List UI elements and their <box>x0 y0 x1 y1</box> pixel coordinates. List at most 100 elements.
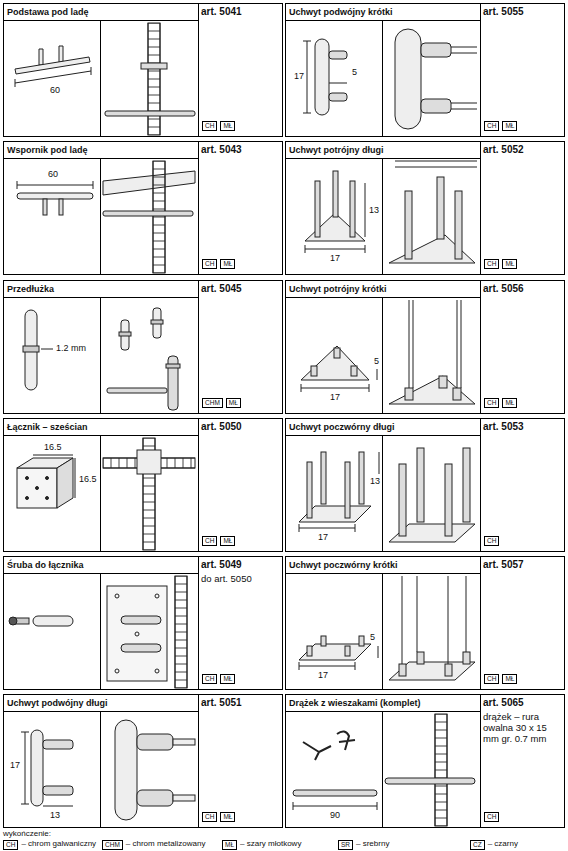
panel-divider <box>382 435 383 551</box>
finish-code: MŁ <box>223 537 232 544</box>
panel-divider <box>198 4 199 136</box>
panel-divider <box>198 281 199 413</box>
panel-divider <box>198 419 199 551</box>
panel-divider <box>480 281 481 413</box>
double-holder-short <box>303 29 477 129</box>
product-note: drążek – rura owalna 30 x 15 mm gr. 0.7 … <box>483 711 555 744</box>
cube-connector <box>17 438 195 550</box>
finish-code: CH <box>205 675 214 682</box>
product-title: Łącznik – sześcian <box>4 419 198 436</box>
finish-code: CH <box>205 813 214 820</box>
panel-divider <box>480 695 481 827</box>
catalog-panel: Uchwyt podwójny długiart. 5051CH MŁ <box>3 694 283 828</box>
panel-divider <box>382 297 383 413</box>
finish-badge: MŁ <box>502 259 517 269</box>
dimension-label: 13 <box>369 476 381 487</box>
finish-badge: MŁ <box>502 674 517 684</box>
panel-divider <box>100 711 101 827</box>
finish-code: CH <box>205 260 214 267</box>
finish-code: MŁ <box>505 260 514 267</box>
finish-code: MŁ <box>223 122 232 129</box>
panel-divider <box>100 297 101 413</box>
catalog-panel: Śruba do łącznikaart. 5049do art. 5050CH… <box>3 556 283 690</box>
finish-badge: CH <box>484 398 499 408</box>
product-title: Przedłużka <box>4 281 198 298</box>
dimension-label: 90 <box>329 810 341 821</box>
legend-text: – chrom metalizowany <box>126 839 206 849</box>
finish-badge: CH <box>484 121 499 131</box>
finish-badge: CHM <box>202 398 223 408</box>
finish-badge: MŁ <box>220 674 235 684</box>
extension-illustration <box>23 308 180 410</box>
product-title: Drążek z wieszakami (komplet) <box>286 695 480 712</box>
panel-divider <box>198 695 199 827</box>
catalog-panel: Łącznik – sześcianart. 5050CH MŁ <box>3 418 283 552</box>
catalog-panel: Podstawa pod ladęart. 5041CH MŁ <box>3 3 283 137</box>
panel-divider <box>382 573 383 689</box>
panel-divider <box>480 557 481 689</box>
article-number: art. 5050 <box>201 421 281 433</box>
triple-holder-long <box>305 161 477 263</box>
article-number: art. 5045 <box>201 283 281 295</box>
finish-code: MŁ <box>223 260 232 267</box>
dimension-label: 17 <box>293 71 305 82</box>
panel-divider <box>198 557 199 689</box>
product-title: Uchwyt poczwórny krótki <box>286 557 480 574</box>
product-title: Wspornik pod ladę <box>4 142 198 159</box>
product-title: Uchwyt podwójny długi <box>4 695 198 712</box>
dimension-label: 17 <box>9 760 21 771</box>
finish-code: MŁ <box>223 675 232 682</box>
product-title: Uchwyt poczwórny długi <box>286 419 480 436</box>
finish-badge: CH <box>484 536 499 546</box>
finish-badge: CH <box>484 812 499 822</box>
dimension-label: 17 <box>329 392 341 403</box>
product-title: Uchwyt potrójny krótki <box>286 281 480 298</box>
panel-divider <box>382 20 383 136</box>
dimension-label: 16.5 <box>43 442 63 453</box>
finish-code: CH <box>205 122 214 129</box>
base-illustration <box>15 23 195 135</box>
finish-badge: CH <box>202 812 217 822</box>
triple-holder-short <box>301 300 475 404</box>
finish-code-box: MŁ <box>222 840 237 850</box>
finish-badge: MŁ <box>220 259 235 269</box>
catalog-panel: Wspornik pod ladęart. 5043CHMŁ <box>3 141 283 275</box>
finish-badge: CH <box>202 259 217 269</box>
dimension-label: 17 <box>317 670 329 681</box>
finish-badge: CH <box>202 674 217 684</box>
finish-badge: CH <box>484 259 499 269</box>
double-holder-long <box>21 720 195 820</box>
panel-divider <box>382 711 383 827</box>
dimension-label: 60 <box>47 169 59 180</box>
article-number: art. 5051 <box>201 697 281 709</box>
panel-divider <box>480 4 481 136</box>
finish-code: CHM <box>205 399 220 406</box>
article-number: art. 5041 <box>201 6 281 18</box>
legend-heading: wykończenie: <box>3 829 51 839</box>
article-number: art. 5056 <box>483 283 563 295</box>
finish-badge: MŁ <box>220 812 235 822</box>
finish-code-box: CHM <box>102 840 123 850</box>
finish-code: MŁ <box>229 399 238 406</box>
finish-code: MŁ <box>505 675 514 682</box>
dimension-label: 16.5 <box>78 474 98 485</box>
catalog-panel: Uchwyt potrójny długiart. 5052CHMŁ <box>285 141 565 275</box>
panel-divider <box>198 142 199 274</box>
panel-divider <box>480 142 481 274</box>
rod-hangers <box>293 714 475 826</box>
legend-text: – czarny <box>488 839 518 849</box>
finish-code: CH <box>487 675 496 682</box>
finish-code-box: SR <box>338 840 353 850</box>
finish-code: SR <box>341 841 350 848</box>
dimension-label: 13 <box>49 810 61 821</box>
product-title: Podstawa pod ladę <box>4 4 198 21</box>
product-note: do art. 5050 <box>201 573 273 584</box>
dimension-label: 5 <box>369 632 376 643</box>
finish-badge: MŁ <box>502 398 517 408</box>
finish-code: CH <box>6 841 15 848</box>
finish-code: CH <box>205 537 214 544</box>
finish-badge: MŁ <box>226 398 241 408</box>
finish-code-box: CZ <box>470 840 485 850</box>
finish-code-box: CH <box>3 840 18 850</box>
dimension-label: 13 <box>368 205 380 216</box>
